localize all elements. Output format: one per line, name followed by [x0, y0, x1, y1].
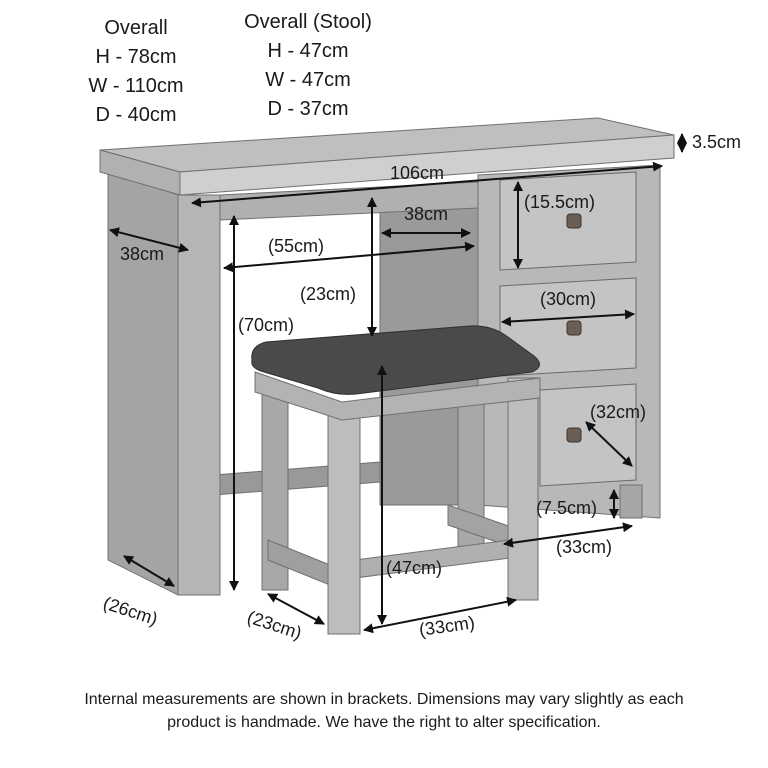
dim-drawer-depth: (32cm) — [590, 402, 646, 422]
dim-knee-height: (70cm) — [238, 315, 294, 335]
furniture-diagram: 3.5cm 106cm 38cm 38cm (15.5cm) (55cm) (2… — [99, 117, 741, 643]
footnote: Internal measurements are shown in brack… — [20, 688, 748, 734]
overall-width: W - 110cm — [88, 75, 184, 97]
stool-front-right-leg — [507, 377, 539, 601]
dim-knee-depth: 38cm — [404, 204, 448, 224]
stool-apron — [254, 371, 541, 421]
dim-top-thickness: 3.5cm — [692, 132, 741, 152]
dim-pedestal-depth: (33cm) — [556, 537, 612, 557]
footnote-line-1: Internal measurements are shown in brack… — [84, 691, 684, 708]
dim-knee-width: (55cm) — [268, 236, 324, 256]
drawer-bottom-knob — [566, 427, 582, 443]
footnote-line-2: product is handmade. We have the right t… — [167, 714, 601, 731]
overall-height: H - 78cm — [95, 46, 177, 68]
stool-overall-width: W - 47cm — [265, 69, 351, 91]
dim-drawer-width: (30cm) — [540, 289, 596, 309]
overall-depth: D - 40cm — [95, 104, 177, 126]
desk-left-leg-side — [107, 169, 179, 596]
dim-knee-gap: (23cm) — [300, 284, 356, 304]
desk-front-left-leg — [177, 194, 221, 596]
dim-leg-depth: (26cm) — [101, 593, 160, 629]
dim-side-depth: 38cm — [120, 244, 164, 264]
stool-overall-title: Overall (Stool) — [244, 11, 372, 33]
dim-plinth-height: (7.5cm) — [536, 498, 597, 518]
dim-top-width: 106cm — [390, 163, 444, 183]
dim-stool-height: (47cm) — [386, 558, 442, 578]
overall-title: Overall — [104, 17, 168, 39]
desk-top-side-edge — [99, 149, 181, 196]
stool — [251, 325, 541, 635]
drawer-top-knob — [566, 213, 582, 229]
drawer-middle-knob — [566, 320, 582, 336]
pedestal-foot-right — [619, 484, 643, 519]
dim-drawer-height: (15.5cm) — [524, 192, 595, 212]
dim-stool-width: (33cm) — [418, 612, 476, 640]
stool-overall-height: H - 47cm — [267, 40, 349, 62]
stool-overall-depth: D - 37cm — [267, 98, 349, 120]
overall-dimensions: Overall H - 78cm W - 110cm D - 40cm — [72, 14, 200, 130]
drawer-bottom — [539, 383, 637, 487]
stool-seat — [251, 325, 540, 395]
stool-overall-dimensions: Overall (Stool) H - 47cm W - 47cm D - 37… — [228, 8, 388, 124]
stool-front-left-leg — [327, 401, 361, 635]
dim-stool-depth: (23cm) — [245, 607, 304, 643]
